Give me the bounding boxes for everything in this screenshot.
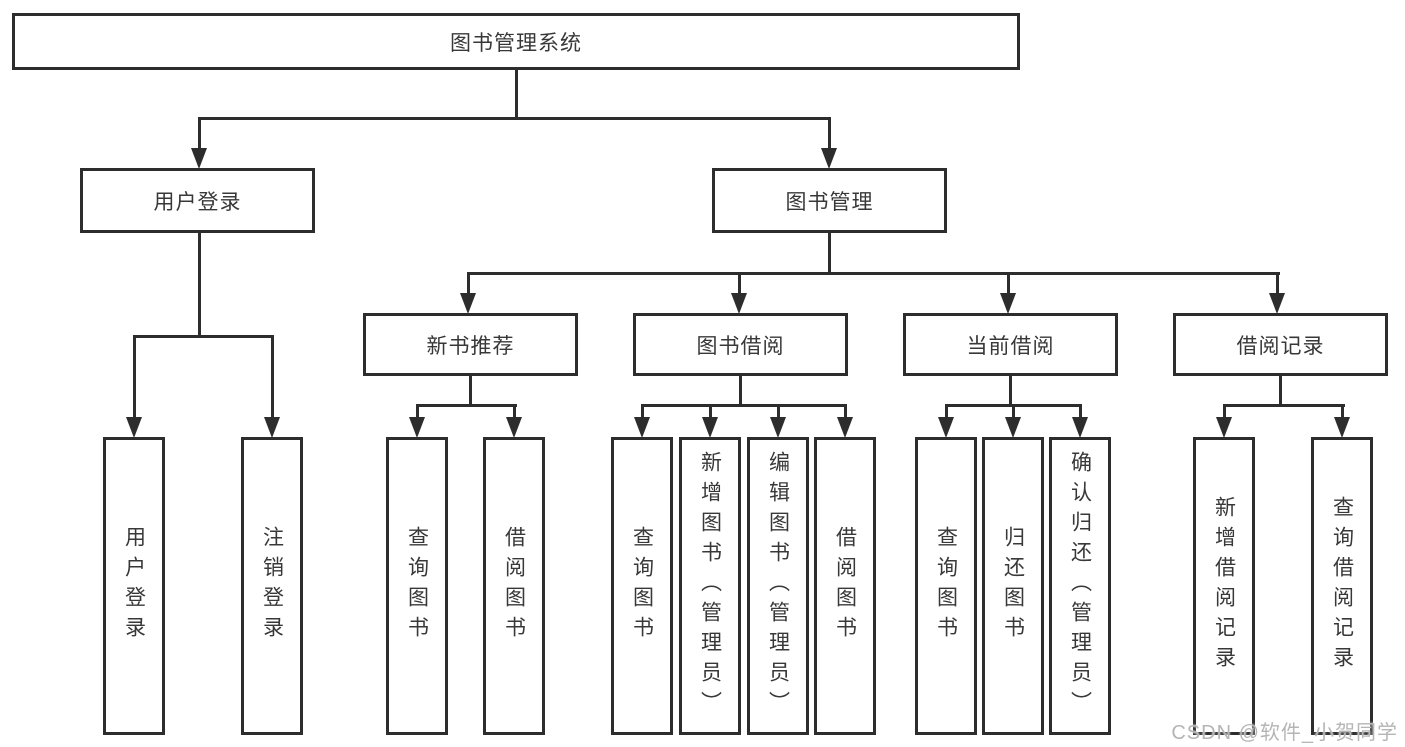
watermark: CSDN @软件_小贺同学 <box>1171 722 1398 744</box>
arrowhead-down <box>702 417 718 438</box>
connector-stem <box>1079 404 1082 420</box>
connector-stem <box>709 404 712 420</box>
arrowhead-down <box>1216 417 1232 438</box>
leaf-current-query-books: 查询图书 <box>915 437 977 735</box>
connector-stem <box>133 335 136 419</box>
leaf-borrow-borrow-books: 借阅图书 <box>814 437 876 735</box>
connector-login-rail <box>133 335 274 338</box>
connector-login-trunk <box>198 233 201 338</box>
connector-stem <box>1012 404 1015 420</box>
leaf-borrow-query-books: 查询图书 <box>611 437 673 735</box>
arrowhead-down <box>1005 417 1021 438</box>
arrowhead-down <box>634 417 650 438</box>
arrowhead-down <box>264 417 280 438</box>
connector-root-trunk <box>515 70 518 118</box>
connector-mgmt-rail <box>467 272 1280 275</box>
leaf-borrow-add-book-admin: 新增图书（管理员） <box>679 437 741 735</box>
leaf-current-return-book: 归还图书 <box>982 437 1044 735</box>
leaf-logout: 注销登录 <box>241 437 303 735</box>
arrowhead-down <box>1269 293 1285 314</box>
node-book-borrow: 图书借阅 <box>633 313 848 376</box>
connector-trunk <box>1279 376 1282 407</box>
connector-stem <box>271 335 274 419</box>
connector-stem <box>198 117 201 155</box>
arrowhead-down <box>126 417 142 438</box>
leaf-recommend-query-books: 查询图书 <box>386 437 448 735</box>
arrowhead-down <box>938 417 954 438</box>
arrowhead-down <box>191 148 207 169</box>
connector-mgmt-trunk <box>828 233 831 275</box>
node-borrow-records: 借阅记录 <box>1173 313 1388 376</box>
connector-stem <box>945 404 948 420</box>
arrowhead-down <box>837 417 853 438</box>
connector-rail <box>641 404 847 407</box>
connector-stem <box>641 404 644 420</box>
leaf-current-confirm-return-admin: 确认归还（管理员） <box>1049 437 1111 735</box>
connector-stem <box>513 404 516 420</box>
connector-stem <box>828 117 831 155</box>
connector-trunk <box>469 376 472 407</box>
connector-stem <box>467 272 470 298</box>
arrowhead-down <box>770 417 786 438</box>
connector-stem <box>738 272 741 298</box>
node-user-login: 用户登录 <box>80 168 315 233</box>
connector-stem <box>844 404 847 420</box>
node-new-book-recommend: 新书推荐 <box>363 313 578 376</box>
node-root: 图书管理系统 <box>12 13 1020 70</box>
connector-stem <box>1341 404 1344 420</box>
arrowhead-down <box>1000 293 1016 314</box>
arrowhead-down <box>409 417 425 438</box>
arrowhead-down <box>506 417 522 438</box>
node-current-borrow: 当前借阅 <box>903 313 1118 376</box>
connector-root-rail <box>198 117 831 120</box>
connector-stem <box>777 404 780 420</box>
connector-trunk <box>739 376 742 407</box>
connector-stem <box>1007 272 1010 298</box>
arrowhead-down <box>460 293 476 314</box>
connector-rail <box>1223 404 1345 407</box>
leaf-records-add-record: 新增借阅记录 <box>1193 437 1255 735</box>
arrowhead-down <box>1072 417 1088 438</box>
arrowhead-down <box>731 293 747 314</box>
leaf-user-login: 用户登录 <box>103 437 165 735</box>
connector-stem <box>1223 404 1226 420</box>
node-book-management: 图书管理 <box>712 168 947 233</box>
connector-stem <box>416 404 419 420</box>
connector-stem <box>1276 272 1279 298</box>
connector-rail <box>416 404 517 407</box>
arrowhead-down <box>1334 417 1350 438</box>
arrowhead-down <box>821 148 837 169</box>
leaf-borrow-edit-book-admin: 编辑图书（管理员） <box>747 437 809 735</box>
leaf-records-query-record: 查询借阅记录 <box>1311 437 1373 735</box>
connector-trunk <box>1009 376 1012 407</box>
leaf-recommend-borrow-books: 借阅图书 <box>483 437 545 735</box>
